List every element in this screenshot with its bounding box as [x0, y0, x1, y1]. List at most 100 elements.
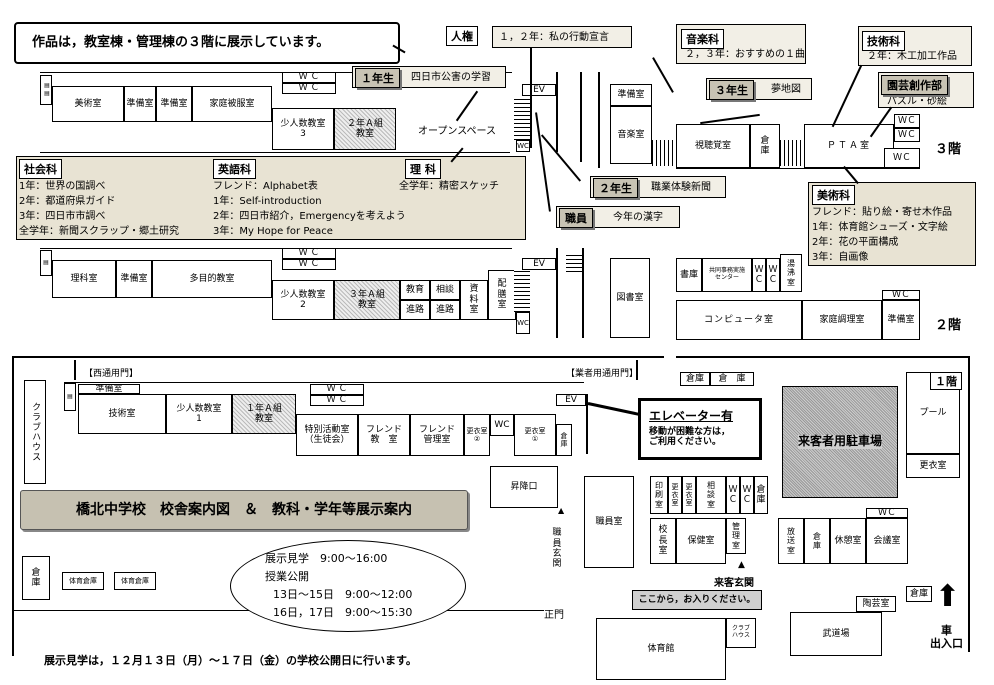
wc-3f-2: Ｗ Ｃ [282, 83, 336, 94]
room-label: EV [533, 84, 545, 95]
wc-2f-4: Ｗ Ｃ [752, 258, 766, 292]
callout-g1-text: 四日市公害の学習 [411, 72, 491, 83]
soko-car: 倉庫 [906, 586, 932, 602]
room-label: ＷＣ [897, 129, 916, 140]
room-label: Ｗ Ｃ [768, 264, 778, 285]
room-label: 準備室 [120, 273, 148, 284]
callout-g2-text: 職業体験新聞 [651, 182, 711, 193]
callout-engei-tag: 園芸創作部 [881, 75, 948, 95]
room-label: 更衣室 ① [524, 426, 546, 443]
wc-2f-5: Ｗ Ｃ [766, 258, 780, 292]
room-kosui-2: 更衣室 ② [464, 414, 490, 456]
room-label: 倉 庫 [756, 484, 766, 505]
room-kyodo: 共同事務実施 センター [702, 258, 752, 292]
subject-shakai: 社会科 1年：世界の国調べ 2年：都道府県ガイド 3年：四日市市調べ 全学年：新… [19, 158, 179, 239]
room-shinro-1: 進路 [400, 300, 430, 320]
room-1a: １年Ａ組 教室 [232, 394, 296, 434]
stairs-3f-left: ▤▤ [40, 75, 52, 105]
callout-g2-tag: ２年生 [593, 178, 638, 198]
room-label: 多目的教室 [189, 273, 235, 284]
schedule-l3: 13日～15日 9:00～12:00 [273, 588, 413, 601]
leader-line [831, 64, 863, 128]
soko-left: 倉 庫 [22, 556, 50, 600]
room-label: WC [517, 141, 529, 150]
room-yuwakashi: 湯 沸 室 [780, 254, 802, 292]
eigo-item: フレンド：Alphabet表 [213, 181, 318, 192]
room-sodan-2f: 相談 [430, 280, 460, 300]
elevator-pointer [587, 402, 640, 416]
ev-3f: EV [522, 84, 556, 96]
staff-entrance-label: 職 員 玄 関 [550, 520, 564, 578]
west-gate-label: 【西通用門】 [84, 369, 139, 379]
room-friend-kanri: フレンド 管理室 [410, 414, 464, 456]
wc-2f-1: Ｗ Ｃ [282, 248, 336, 259]
room-label: コンピュータ室 [703, 314, 774, 325]
floor-label-1f: １階 [930, 372, 962, 390]
floor-label-3f: ３階 [935, 142, 962, 157]
callout-engei-text: パズル・砂絵 [887, 96, 947, 107]
room-label: Ｗ Ｃ [326, 395, 348, 406]
wc-3f-1: Ｗ Ｃ [282, 72, 336, 83]
leader-line [540, 134, 582, 182]
room-label: フレンド 管理室 [418, 424, 455, 445]
bijutsu-item: 3年：自画像 [812, 252, 869, 263]
room-taiikukan: 体育館 [596, 618, 726, 680]
room-label: EV [565, 394, 577, 405]
room-label: 職 員 玄 関 [552, 528, 562, 570]
room-computer: コンピュータ室 [676, 300, 802, 340]
room-label: 更衣室 [919, 460, 947, 471]
visitor-entrance-note: ここから，お入りください。 [632, 590, 762, 610]
subject-eigo-tag: 英語科 [213, 159, 256, 179]
room-kaigi: 会議室 [866, 518, 908, 564]
schedule-l1: 展示見学 9:00～16:00 [265, 552, 388, 565]
parking-label: 来客者用駐車場 [797, 434, 882, 449]
room-label: 倉 庫 [718, 373, 746, 384]
room-label: 特別活動室 （生徒会） [304, 424, 350, 445]
callout-gijutsu: 技術科 ２年：木工加工作品 [858, 26, 972, 66]
soko-3f: 倉 庫 [750, 124, 780, 168]
room-label: 準備室 [95, 384, 123, 394]
callout-ongaku-tag: 音楽科 [681, 29, 724, 49]
room-label: 倉 庫 [31, 567, 41, 588]
eigo-item: 2年：四日市紹介，Emergencyを考えよう [213, 211, 406, 222]
stairs-2f-left: ▤ [40, 250, 52, 276]
wc-1f-3: WC [490, 414, 514, 436]
room-label: WC [517, 318, 529, 327]
room-budojo: 武道場 [790, 612, 882, 656]
shakai-item: 3年：四日市市調べ [19, 211, 106, 222]
room-2a: ２年Ａ組 教室 [334, 108, 396, 150]
room-label: Ｗ Ｃ [326, 384, 348, 395]
room-kanri: 管 理 室 [726, 518, 746, 554]
room-label: Ｗ Ｃ [728, 484, 738, 505]
wall [556, 248, 558, 338]
bijutsu-item: 1年：体育館シューズ・文字絵 [812, 222, 948, 233]
wall [556, 72, 558, 152]
room-label: 音楽室 [617, 129, 645, 140]
callout-gijutsu-text: ２年：木工加工作品 [867, 51, 957, 62]
wc-3f-3: WC [516, 140, 530, 152]
room-label: 職員室 [595, 516, 623, 527]
wc-1f-1: Ｗ Ｃ [310, 384, 364, 395]
callout-jinken-tag: 人権 [446, 26, 478, 46]
room-label: 湯 沸 室 [787, 259, 795, 287]
room-bijutsu: 美術室 [52, 86, 124, 122]
callout-g1-tag: １年生 [355, 68, 400, 88]
stairs-2f-mid [514, 270, 530, 312]
visitor-entrance-title: 来客玄関 [714, 578, 754, 589]
stairs-3f-mid [514, 96, 530, 140]
shakai-item: 2年：都道府県ガイド [19, 196, 116, 207]
room-label: クラブ ハウス [731, 625, 750, 639]
room-label: Ｗ Ｃ [298, 248, 320, 259]
room-kosui-pool: 更衣室 [906, 454, 960, 478]
room-label: 倉 庫 [760, 135, 770, 156]
room-label: 準備室 [126, 98, 154, 109]
rika-item: 全学年：精密スケッチ [399, 181, 499, 192]
room-label: Ｗ Ｃ [754, 264, 764, 285]
main-gate-label: 正門 [544, 610, 564, 621]
wall [12, 356, 14, 656]
room-label: 校 長 室 [658, 525, 668, 557]
room-hoso: 放 送 室 [778, 518, 804, 564]
header-note: 作品は，教室棟・管理棟の３階に展示しています。 [14, 22, 400, 64]
room-label: プール [919, 407, 947, 418]
